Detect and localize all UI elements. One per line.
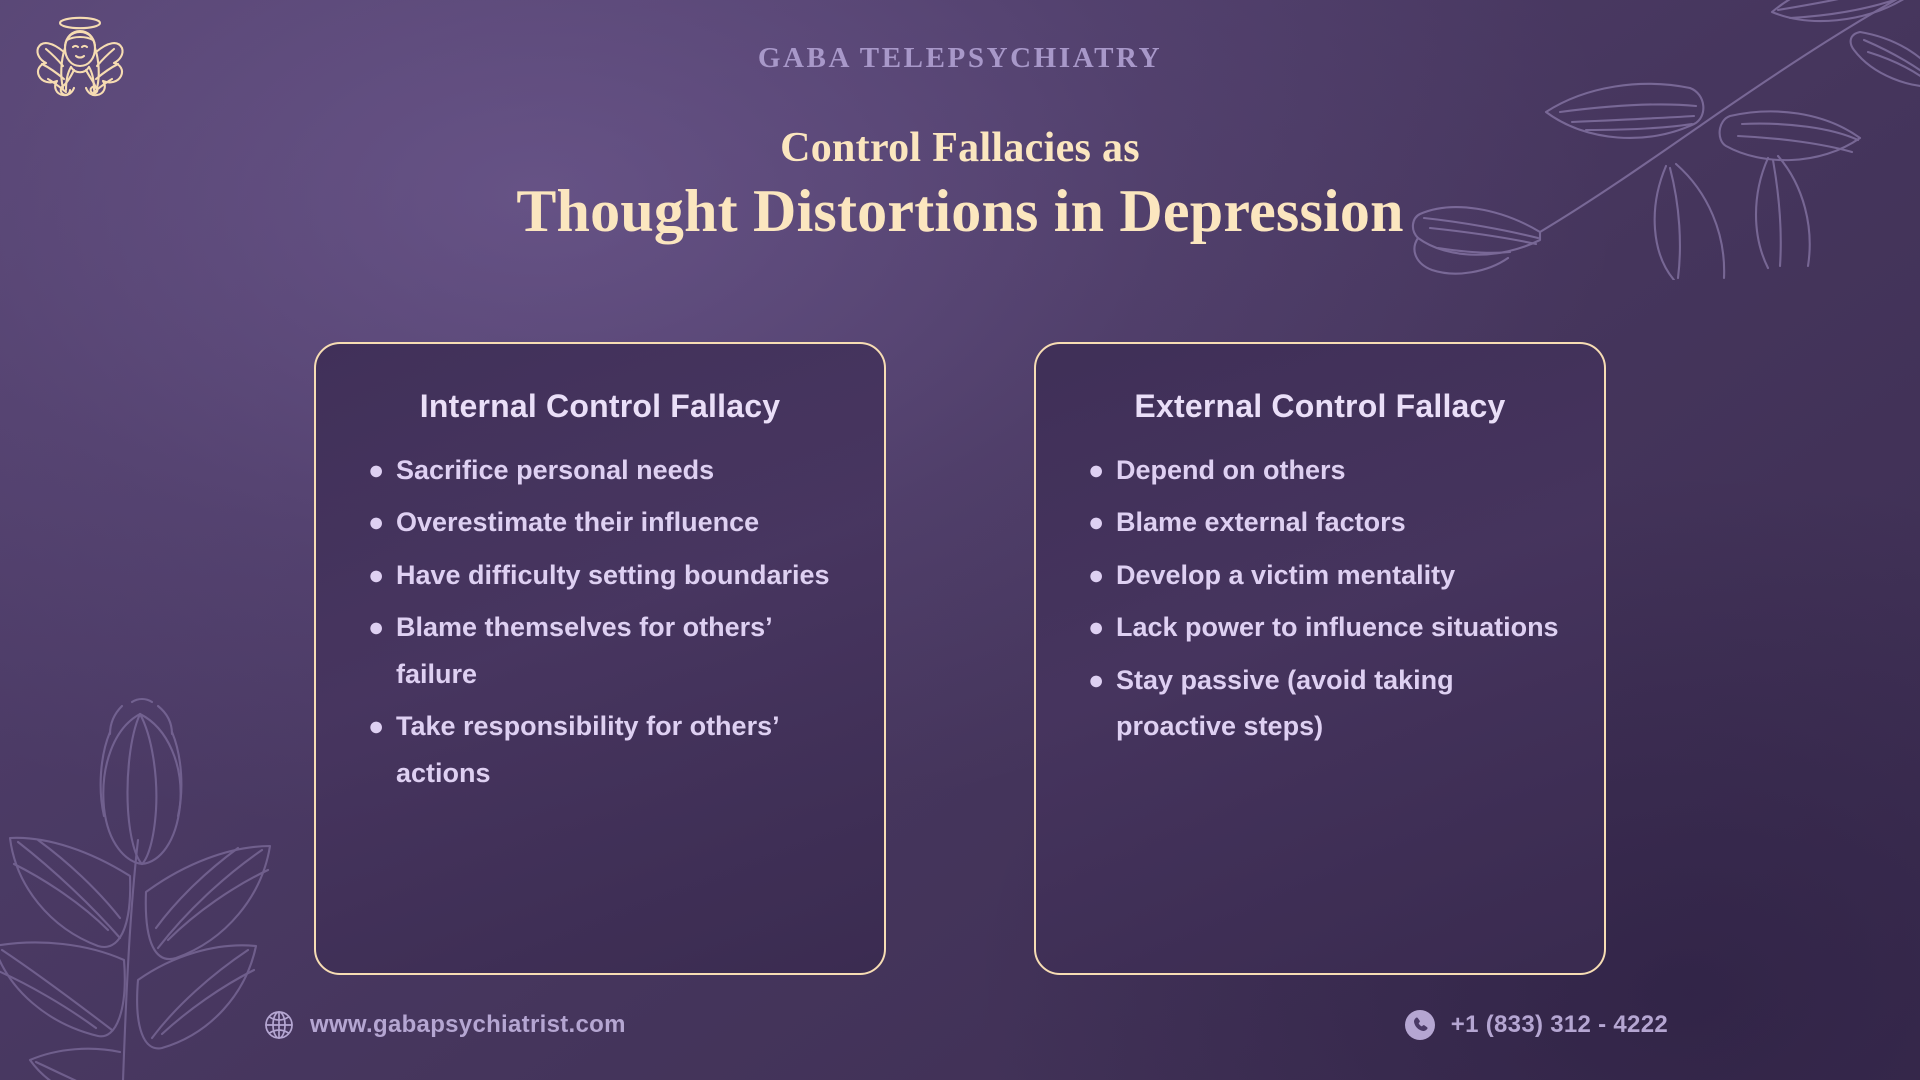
list-item-text: Sacrifice personal needs bbox=[396, 455, 715, 485]
list-item: ● Blame themselves for others’ failure bbox=[368, 604, 854, 697]
cards-row: Internal Control Fallacy ● Sacrifice pers… bbox=[314, 342, 1606, 975]
list-item-text: Lack power to influence situations bbox=[1116, 612, 1559, 643]
title-line-2: Thought Distortions in Depression bbox=[516, 178, 1404, 245]
phone-icon bbox=[1403, 1008, 1437, 1042]
list-item-text: Depend on others bbox=[1116, 455, 1346, 485]
title-line-1: Control Fallacies as bbox=[780, 125, 1140, 171]
list-item-text: Blame themselves for others’ failure bbox=[396, 612, 772, 689]
phone-text: +1 (833) 312 - 4222 bbox=[1450, 1011, 1668, 1038]
list-item: ● Depend on others bbox=[1088, 447, 1574, 493]
bullet-list-external: ● Depend on others ● Blame external factor… bbox=[1066, 447, 1574, 750]
globe-icon bbox=[262, 1008, 296, 1042]
bullet-dot-icon: ● bbox=[1088, 612, 1105, 643]
bullet-dot-icon: ● bbox=[368, 455, 385, 485]
list-item-text: Take responsibility for others’ actions bbox=[396, 711, 779, 788]
list-item: ● Overestimate their influence bbox=[368, 499, 854, 545]
bullet-dot-icon: ● bbox=[368, 612, 385, 643]
card-external-control-fallacy: External Control Fallacy ● Depend on othe… bbox=[1034, 342, 1606, 975]
footer: www.gabapsychiatrist.com +1 (833) 312 - … bbox=[0, 1008, 1920, 1052]
website-text: www.gabapsychiatrist.com bbox=[310, 1011, 626, 1038]
bullet-dot-icon: ● bbox=[368, 559, 385, 590]
gaba-angel-logo bbox=[30, 8, 130, 118]
list-item: ● Have difficulty setting boundaries bbox=[368, 552, 854, 598]
bullet-dot-icon: ● bbox=[1088, 559, 1105, 590]
card-internal-control-fallacy: Internal Control Fallacy ● Sacrifice pers… bbox=[314, 342, 886, 975]
list-item: ● Sacrifice personal needs bbox=[368, 447, 854, 493]
footer-phone[interactable]: +1 (833) 312 - 4222 bbox=[1403, 1008, 1668, 1042]
list-item: ● Lack power to influence situations bbox=[1088, 604, 1574, 650]
list-item: ● Develop a victim mentality bbox=[1088, 552, 1574, 598]
card-heading: Internal Control Fallacy bbox=[419, 388, 781, 424]
brand-name: GABA TELEPSYCHIATRY bbox=[757, 42, 1163, 74]
list-item: ● Stay passive (avoid taking proactive st… bbox=[1088, 657, 1574, 750]
bullet-dot-icon: ● bbox=[1088, 455, 1105, 485]
list-item-text: Stay passive (avoid taking proactive ste… bbox=[1116, 664, 1454, 742]
bullet-dot-icon: ● bbox=[1088, 507, 1105, 538]
list-item-text: Blame external factors bbox=[1116, 507, 1406, 538]
list-item-text: Have difficulty setting boundaries bbox=[396, 559, 830, 590]
list-item: ● Blame external factors bbox=[1088, 499, 1574, 545]
list-item: ● Take responsibility for others’ actions bbox=[368, 703, 854, 796]
bullet-dot-icon: ● bbox=[368, 711, 385, 742]
footer-website[interactable]: www.gabapsychiatrist.com bbox=[262, 1008, 626, 1042]
bullet-list-internal: ● Sacrifice personal needs ● Overestimate … bbox=[346, 447, 854, 796]
bullet-dot-icon: ● bbox=[368, 507, 385, 538]
page-title: Control Fallacies as Thought Distortions… bbox=[0, 125, 1920, 247]
list-item-text: Develop a victim mentality bbox=[1116, 559, 1456, 590]
list-item-text: Overestimate their influence bbox=[396, 507, 760, 538]
bullet-dot-icon: ● bbox=[1088, 664, 1105, 695]
card-heading: External Control Fallacy bbox=[1134, 388, 1506, 424]
